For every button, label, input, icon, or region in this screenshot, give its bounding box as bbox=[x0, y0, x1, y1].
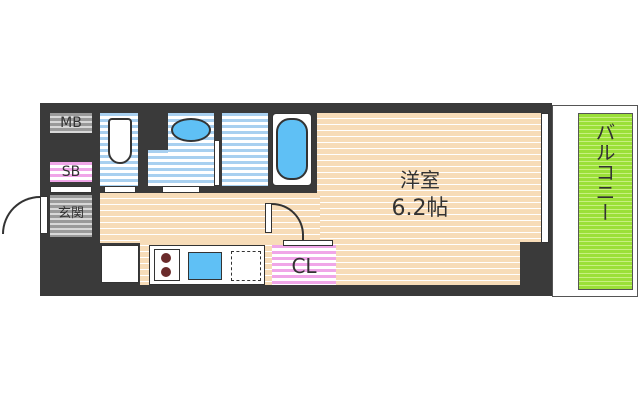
dressing-area bbox=[222, 113, 268, 186]
western-room bbox=[317, 113, 541, 285]
balcony bbox=[578, 113, 633, 290]
burner-icon bbox=[161, 267, 171, 277]
refrigerator-space bbox=[101, 245, 139, 283]
entrance-label: 玄関 bbox=[57, 206, 84, 221]
western-room-label: 洋室 bbox=[400, 168, 440, 192]
closet bbox=[272, 245, 336, 285]
washing-machine-space bbox=[231, 251, 261, 281]
closet-label: CL bbox=[291, 254, 317, 278]
burner-icon bbox=[161, 253, 171, 263]
balcony-label: バルコニー bbox=[592, 122, 616, 222]
bathtub-icon bbox=[276, 118, 308, 180]
entrance-door-frame bbox=[40, 196, 48, 234]
washbasin-icon bbox=[171, 118, 211, 142]
entrance-door[interactable] bbox=[2, 196, 42, 234]
washroom bbox=[148, 150, 214, 186]
washroom-door[interactable] bbox=[162, 186, 200, 193]
window[interactable] bbox=[541, 113, 549, 243]
room-door-frame bbox=[265, 203, 272, 233]
sink-icon bbox=[188, 252, 222, 280]
shoe-box bbox=[50, 162, 92, 182]
toilet-icon bbox=[108, 118, 132, 164]
entrance bbox=[50, 195, 92, 237]
closet-door[interactable] bbox=[283, 240, 333, 246]
meter-box-label: MB bbox=[60, 115, 82, 131]
meter-box bbox=[50, 113, 92, 133]
shoe-box-label: SB bbox=[61, 164, 81, 180]
toilet-door[interactable] bbox=[104, 186, 136, 193]
shoe-box-edge bbox=[50, 186, 92, 193]
partition bbox=[214, 140, 220, 186]
western-room-size: 6.2帖 bbox=[391, 196, 449, 221]
